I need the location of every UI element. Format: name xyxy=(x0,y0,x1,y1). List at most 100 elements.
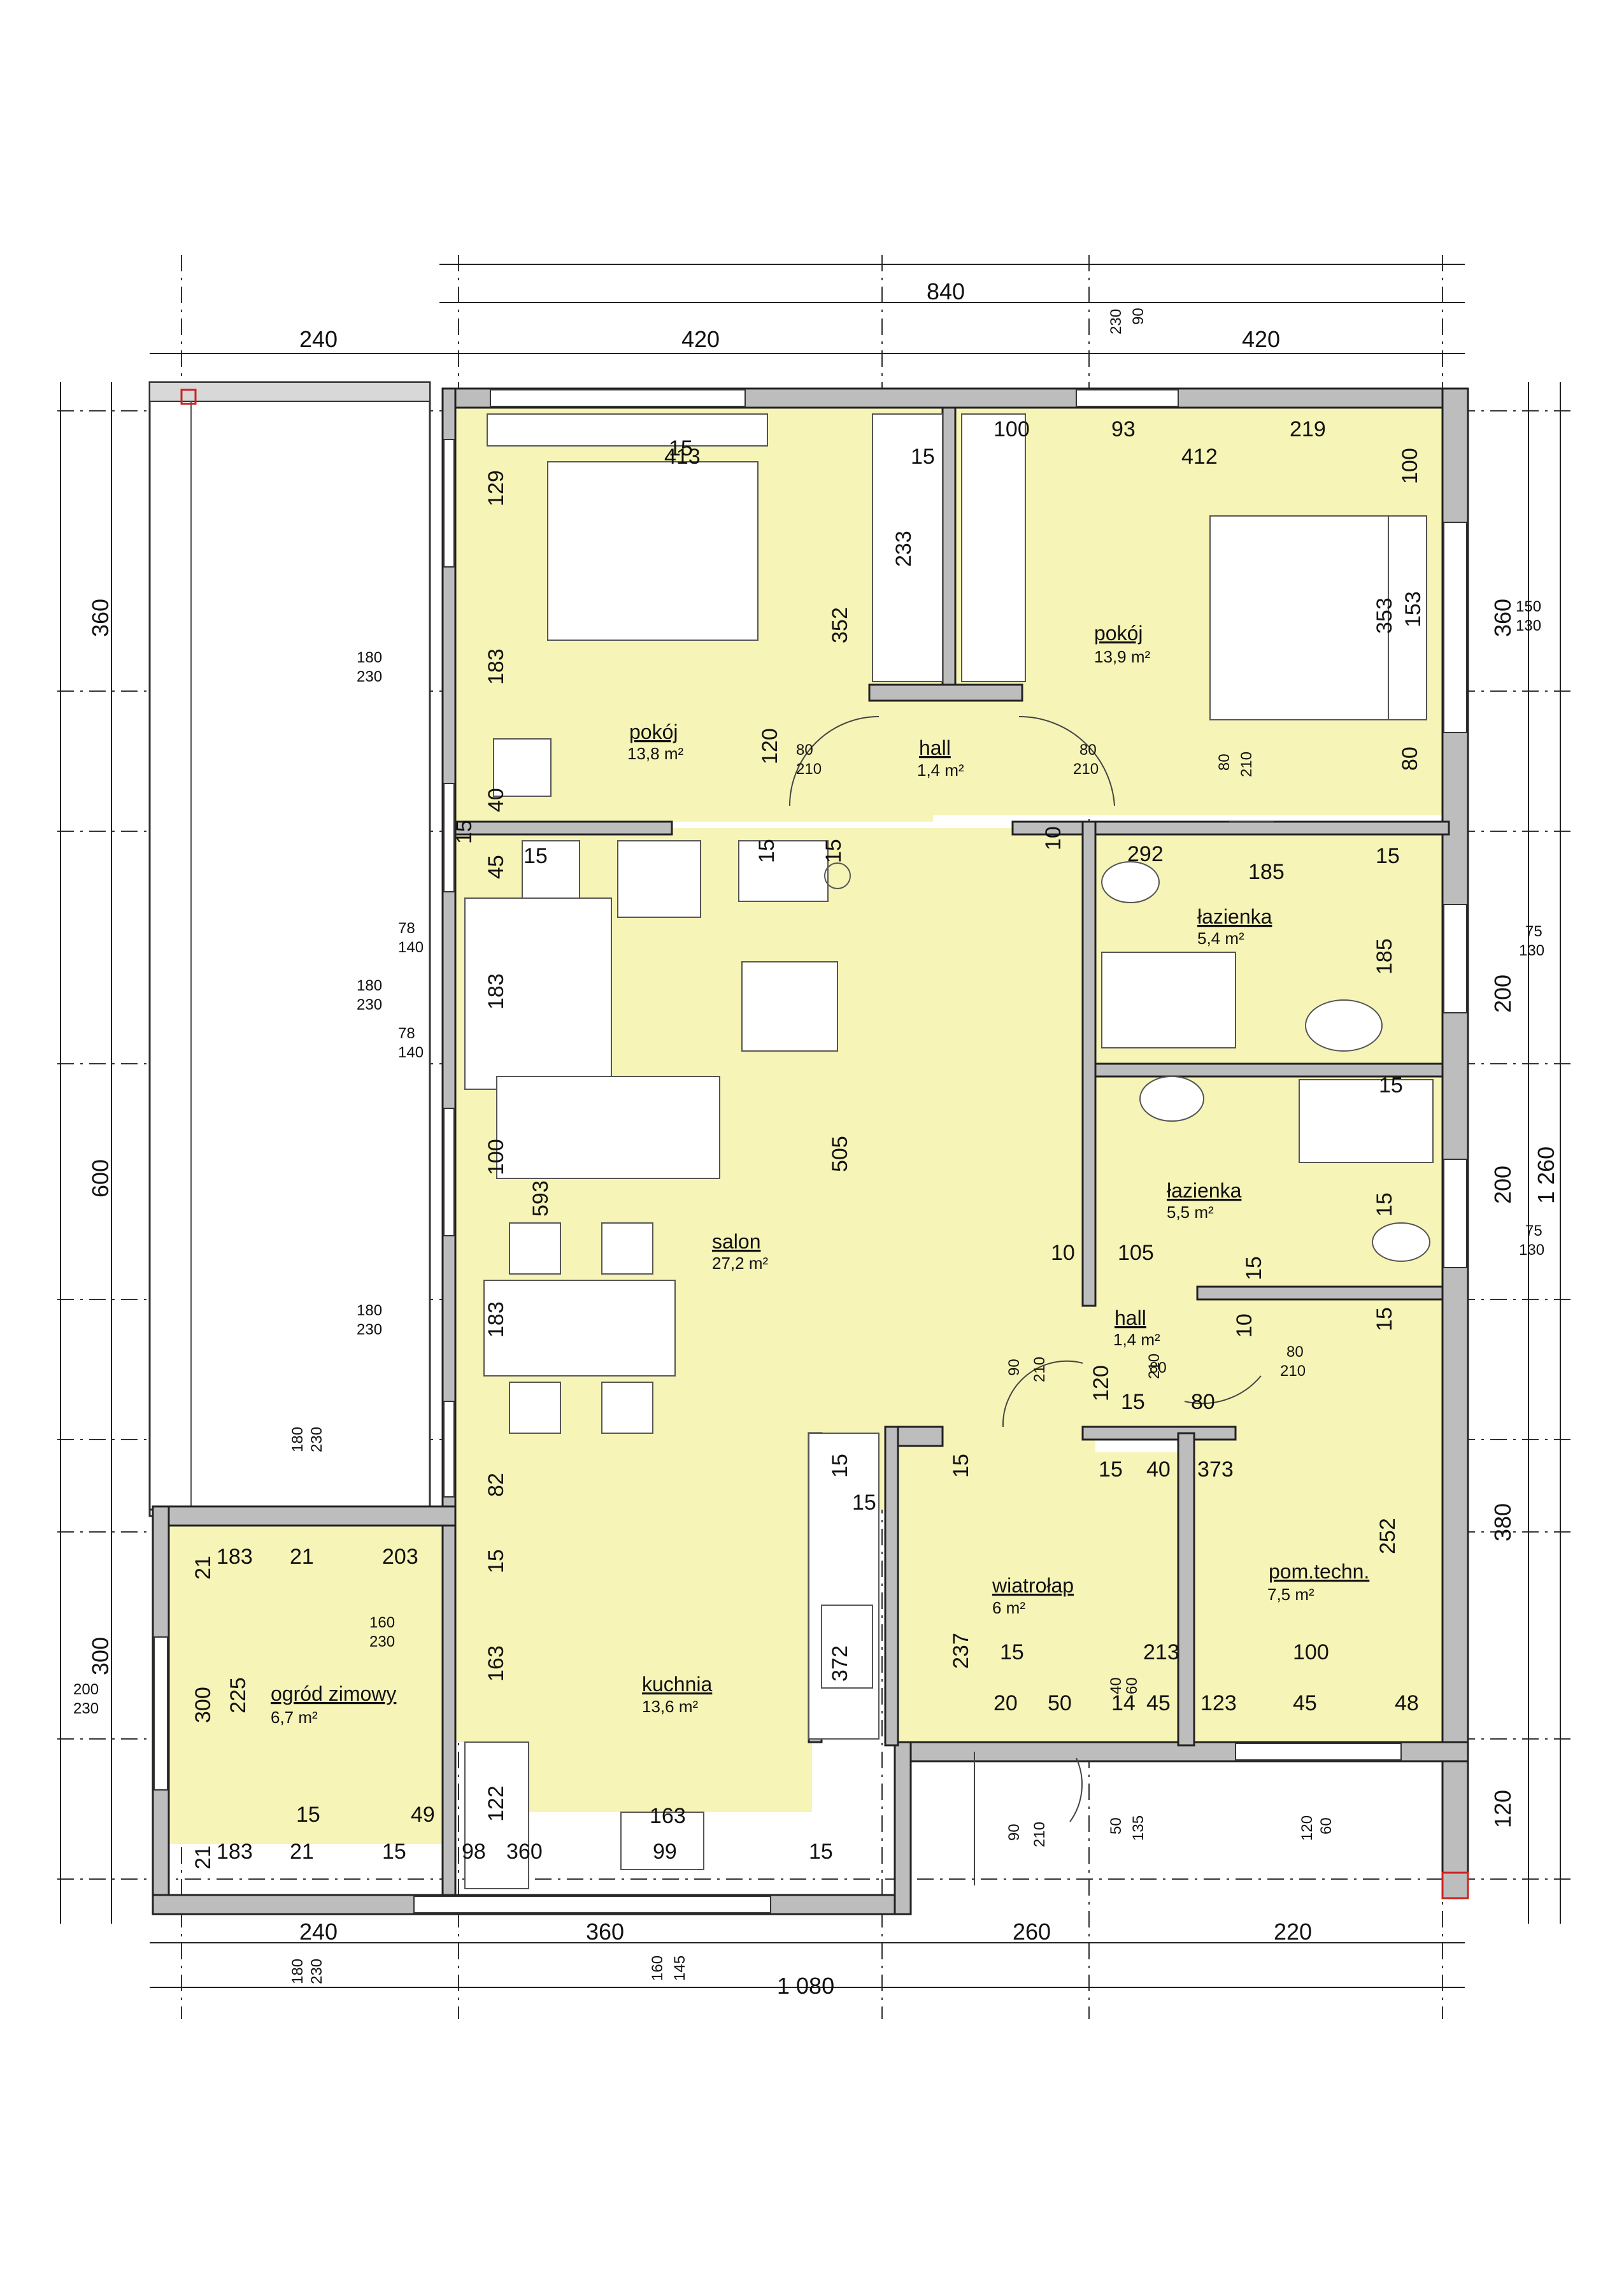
room-area-kitchen: 13,6 m² xyxy=(642,1697,698,1716)
dim-interior: 21 xyxy=(290,1840,314,1864)
furniture xyxy=(464,413,1434,1889)
dim-interior: 15 xyxy=(669,436,693,461)
opening-b: 210 xyxy=(1146,1354,1163,1379)
dim-bottom-total: 1 080 xyxy=(777,1973,834,1999)
dim-interior: 15 xyxy=(484,1549,508,1573)
opening-b: 210 xyxy=(1031,1822,1048,1847)
dim-interior: 15 xyxy=(1121,1390,1145,1414)
dim-interior: 99 xyxy=(653,1840,677,1864)
opening-a: 160 xyxy=(369,1614,395,1631)
opening-a: 180 xyxy=(357,977,382,994)
opening-b: 230 xyxy=(357,996,382,1013)
opening-a: 90 xyxy=(1006,1359,1023,1376)
doors xyxy=(789,715,1274,1885)
room-name-bedroom-2: pokój xyxy=(1094,622,1143,645)
opening-a: 90 xyxy=(1130,308,1147,325)
dim-interior: 15 xyxy=(1376,844,1400,868)
dim-interior: 373 xyxy=(1197,1457,1234,1482)
dim-interior: 21 xyxy=(191,1845,215,1870)
room-name-technical-room: pom.techn. xyxy=(1269,1560,1369,1583)
dim-top-total: 840 xyxy=(927,278,965,304)
opening-b: 130 xyxy=(1516,617,1541,634)
dim-interior: 237 xyxy=(949,1633,973,1669)
room-name-hall-2: hall xyxy=(1115,1306,1146,1329)
dim-interior: 219 xyxy=(1290,417,1326,441)
dim-right-3: 120 xyxy=(1490,1790,1516,1828)
dim-interior: 15 xyxy=(852,1491,876,1515)
opening-a: 75 xyxy=(1525,1222,1542,1240)
dim-right-4: 200 xyxy=(1490,975,1516,1013)
opening-b: 230 xyxy=(369,1633,395,1650)
room-area-hall-2: 1,4 m² xyxy=(1113,1330,1160,1349)
dim-interior: 292 xyxy=(1127,842,1164,866)
dim-interior: 15 xyxy=(1372,1192,1397,1217)
dim-interior: 50 xyxy=(1048,1691,1072,1715)
dim-interior: 225 xyxy=(226,1677,250,1713)
column-markers xyxy=(180,389,1469,1899)
opening-b: 60 xyxy=(1318,1817,1335,1834)
dim-interior: 183 xyxy=(484,973,508,1010)
opening-b: 230 xyxy=(357,668,382,685)
dim-interior: 183 xyxy=(217,1545,253,1569)
room-area-vestibule: 6 m² xyxy=(992,1598,1025,1617)
dim-bottom-1: 240 xyxy=(299,1919,338,1945)
dim-bottom-2: 360 xyxy=(586,1919,624,1945)
dim-bottom-3: 260 xyxy=(1013,1919,1051,1945)
dim-interior: 98 xyxy=(462,1840,486,1864)
opening-a: 78 xyxy=(398,1025,415,1042)
windows xyxy=(153,389,1467,1913)
dim-interior: 213 xyxy=(1143,1640,1179,1664)
opening-annotations: 180 230 78 140 180 230 78 140 180 230 18… xyxy=(73,308,1544,1984)
dim-interior: 45 xyxy=(1146,1691,1171,1715)
dim-interior: 593 xyxy=(529,1180,553,1217)
dim-right-2: 380 xyxy=(1490,1503,1516,1541)
dim-left-1: 360 xyxy=(87,599,113,637)
dim-interior: 120 xyxy=(758,728,782,764)
dim-interior: 48 xyxy=(1395,1691,1419,1715)
dim-interior: 185 xyxy=(1372,938,1397,975)
dim-interior: 233 xyxy=(892,531,916,567)
room-name-kitchen: kuchnia xyxy=(642,1673,713,1696)
room-name-vestibule: wiatrołap xyxy=(992,1574,1074,1597)
dim-interior: 15 xyxy=(822,839,846,863)
opening-a: 150 xyxy=(1516,598,1541,615)
opening-a: 78 xyxy=(398,920,415,937)
opening-b: 210 xyxy=(1031,1357,1048,1382)
opening-b: 130 xyxy=(1519,1241,1544,1259)
dim-interior: 15 xyxy=(1372,1307,1397,1331)
dim-interior: 80 xyxy=(1398,747,1422,771)
dim-interior: 163 xyxy=(650,1804,686,1828)
dim-interior: 372 xyxy=(828,1645,852,1682)
dim-interior: 10 xyxy=(1041,826,1065,850)
room-area-winter-garden: 6,7 m² xyxy=(271,1708,318,1727)
room-name-hall-1: hall xyxy=(919,736,951,759)
dim-interior: 21 xyxy=(191,1555,215,1580)
opening-b: 210 xyxy=(796,761,822,778)
opening-a: 80 xyxy=(1286,1343,1304,1361)
dim-interior: 100 xyxy=(1293,1640,1329,1664)
dim-interior: 183 xyxy=(484,648,508,685)
dim-interior: 505 xyxy=(828,1136,852,1172)
dim-interior: 352 xyxy=(828,607,852,643)
opening-a: 180 xyxy=(289,1959,306,1984)
dim-interior: 252 xyxy=(1376,1518,1400,1554)
room-area-bathroom-1: 5,4 m² xyxy=(1197,929,1244,948)
dim-top-1: 240 xyxy=(299,326,338,352)
opening-a: 90 xyxy=(1006,1824,1023,1841)
dim-top-3: 420 xyxy=(1242,326,1280,352)
opening-a: 180 xyxy=(357,1302,382,1319)
opening-b: 140 xyxy=(398,939,424,956)
dim-interior: 82 xyxy=(484,1473,508,1497)
dim-interior: 129 xyxy=(484,470,508,506)
room-area-technical-room: 7,5 m² xyxy=(1267,1585,1314,1604)
dim-interior: 183 xyxy=(484,1301,508,1338)
opening-b: 230 xyxy=(308,1959,325,1984)
dim-interior: 93 xyxy=(1111,417,1136,441)
dim-interior: 45 xyxy=(484,855,508,879)
dim-interior: 105 xyxy=(1118,1241,1154,1265)
terrace xyxy=(148,381,431,1517)
dim-interior: 123 xyxy=(1200,1691,1237,1715)
opening-b: 210 xyxy=(1238,752,1255,777)
room-area-hall-1: 1,4 m² xyxy=(917,761,964,780)
